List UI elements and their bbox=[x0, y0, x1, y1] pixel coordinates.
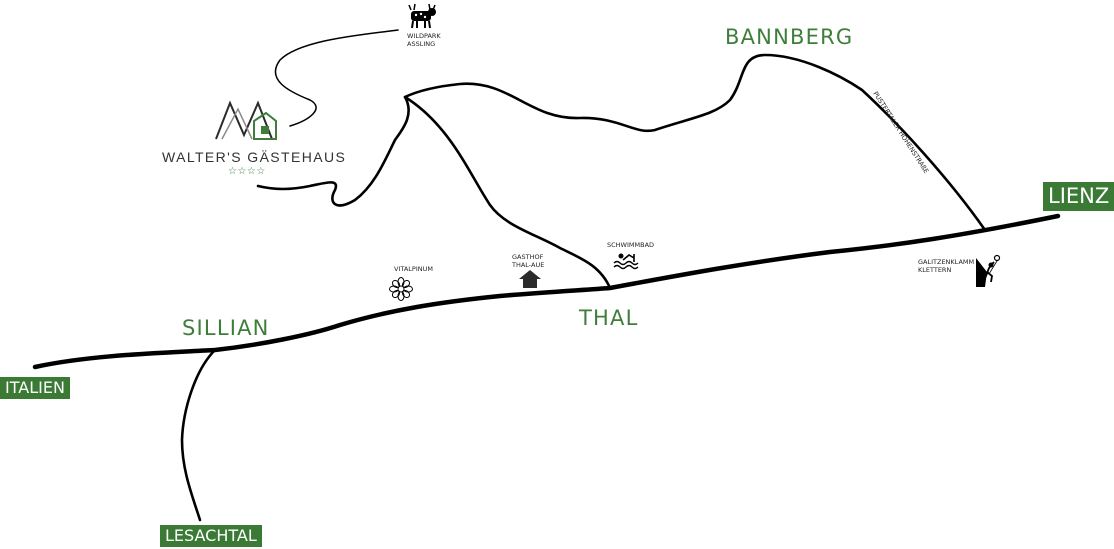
poi-galitzenklamm-line1: GALITZENKLAMM bbox=[918, 258, 975, 266]
guesthouse-road bbox=[256, 95, 410, 207]
wildpark-road bbox=[274, 29, 399, 127]
poi-gasthof-line1: GASTHOF bbox=[512, 253, 544, 261]
poi-vitalpinum: VITALPINUM bbox=[394, 265, 433, 273]
mountain-house-logo-icon bbox=[215, 100, 277, 140]
house-icon bbox=[519, 270, 541, 288]
place-sillian: SILLIAN bbox=[182, 316, 270, 340]
destination-lienz: LIENZ bbox=[1043, 182, 1114, 211]
place-bannberg: BANNBERG bbox=[725, 25, 854, 49]
poi-galitzenklamm-line2: KLETTERN bbox=[918, 266, 952, 274]
destination-italien: ITALIEN bbox=[0, 377, 70, 399]
rating-stars: ☆☆☆☆ bbox=[228, 166, 266, 177]
lesachtal-road bbox=[180, 348, 217, 522]
flower-icon bbox=[389, 277, 413, 301]
main-valley-road bbox=[32, 213, 1061, 370]
deer-icon bbox=[408, 3, 436, 29]
swimmer-icon bbox=[613, 253, 639, 270]
guesthouse-name: WALTER'S GÄSTEHAUS bbox=[162, 149, 347, 165]
hoehenstrasse-road bbox=[403, 53, 987, 290]
poi-wildpark-line1: WILDPARK bbox=[407, 32, 441, 40]
poi-gasthof: GASTHOF THAL-AUE bbox=[512, 253, 544, 269]
place-thal: THAL bbox=[579, 306, 639, 330]
poi-gasthof-line2: THAL-AUE bbox=[512, 261, 545, 269]
poi-galitzenklamm: GALITZENKLAMM KLETTERN bbox=[918, 258, 974, 274]
climber-icon bbox=[976, 254, 1001, 287]
destination-lesachtal: LESACHTAL bbox=[160, 525, 262, 547]
poi-wildpark: WILDPARK ASSLING bbox=[407, 32, 441, 48]
poi-schwimmbad: SCHWIMMBAD bbox=[607, 241, 655, 249]
poi-wildpark-line2: ASSLING bbox=[407, 40, 436, 48]
